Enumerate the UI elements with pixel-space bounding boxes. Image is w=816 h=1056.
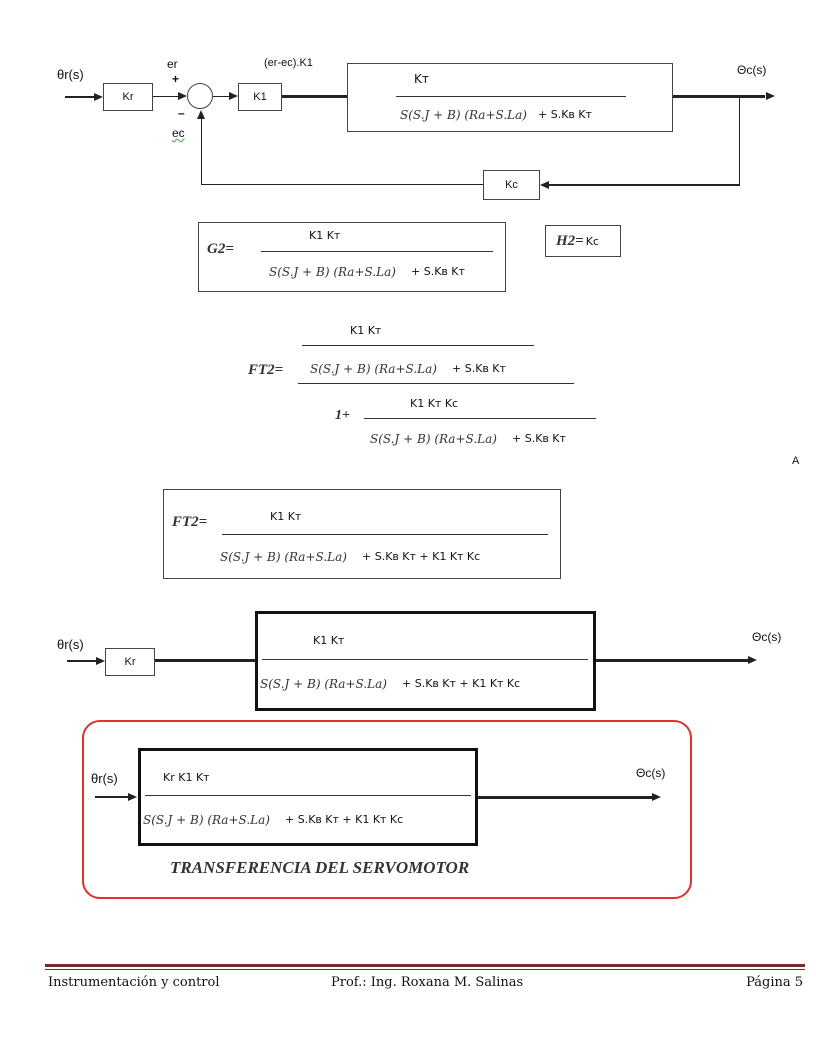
denominator-math: S(S.J + B) (Ra+S.La) (370, 432, 497, 446)
output-line (596, 659, 748, 662)
line (95, 796, 129, 798)
arrow (197, 110, 205, 119)
fraction-line (145, 795, 471, 796)
ft2-label: FT2= (248, 362, 284, 378)
kc-block: Kc (483, 170, 540, 200)
plant-block: Kᴛ S(S.J + B) (Ra+S.La) + S.Kʙ Kᴛ (347, 63, 673, 132)
numerator: Kr K1 Kᴛ (163, 771, 210, 784)
minus-sign: – (178, 106, 185, 120)
output-label: Θc(s) (636, 766, 666, 780)
g2-denominator-terms: + S.Kʙ Kᴛ (411, 265, 465, 278)
footer-author: Prof.: Ing. Roxana M. Salinas (331, 975, 524, 990)
denominator-math: S(S.J + B) (Ra+S.La) (260, 677, 387, 691)
g2-numerator: K1 Kᴛ (309, 229, 341, 242)
input-label: θr(s) (57, 67, 84, 82)
kr-block: Kr (105, 648, 155, 676)
main-fraction-line (298, 383, 574, 384)
input-line (65, 96, 95, 98)
servomotor-transfer-highlight (82, 720, 692, 899)
arrow (766, 92, 775, 100)
arrow (748, 656, 757, 664)
summing-junction (187, 83, 213, 109)
output-line (478, 796, 652, 799)
numerator: K1 Kᴛ (270, 510, 302, 523)
plant-numerator: Kᴛ (414, 72, 429, 86)
fraction-line (222, 534, 548, 535)
input-label: θr(s) (91, 771, 118, 786)
fraction-line (261, 251, 493, 252)
arrow (96, 657, 105, 665)
ec-label: ec (172, 126, 185, 140)
plant-denominator-math: S(S.J + B) (Ra+S.La) (400, 108, 527, 122)
line (153, 96, 179, 97)
output-label: Θc(s) (752, 630, 782, 644)
denominator-terms: + S.Kʙ Kᴛ + K1 Kᴛ Kc (285, 813, 404, 826)
h2-value: Kc (585, 234, 599, 248)
denominator-math: S(S.J + B) (Ra+S.La) (143, 813, 270, 827)
fraction-line (262, 659, 588, 660)
arrow (540, 181, 549, 189)
footer-course: Instrumentación y control (48, 975, 220, 990)
closed-loop-block: K1 Kᴛ S(S.J + B) (Ra+S.La) + S.Kʙ Kᴛ + K… (255, 611, 596, 711)
denominator-math: S(S.J + B) (Ra+S.La) (310, 362, 437, 376)
input-label: θr(s) (57, 637, 84, 652)
numerator: K1 Kᴛ (313, 634, 345, 647)
line (282, 95, 347, 98)
feedback-line (548, 184, 740, 186)
arrow (229, 92, 238, 100)
k1-output-label: (er-ec).K1 (264, 57, 313, 69)
arrow (94, 93, 103, 101)
numerator: K1 Kᴛ (350, 324, 382, 337)
g2-label: G2= (207, 241, 234, 257)
denominator-terms: + S.Kʙ Kᴛ + K1 Kᴛ Kc (362, 550, 481, 563)
plus-sign: + (172, 72, 180, 86)
feedback-line (201, 184, 483, 185)
caption: TRANSFERENCIA DEL SERVOMOTOR (170, 858, 470, 877)
line (67, 660, 97, 662)
denominator-terms: + S.Kʙ Kᴛ (512, 432, 566, 445)
feedback-line (201, 118, 202, 185)
output-label: Θc(s) (737, 63, 767, 77)
denominator-terms: + S.Kʙ Kᴛ + K1 Kᴛ Kc (402, 677, 521, 690)
arrow (178, 92, 187, 100)
denominator-terms: + S.Kʙ Kᴛ (452, 362, 506, 375)
line (155, 659, 255, 662)
er-label: er (167, 57, 178, 71)
feedback-numerator: K1 Kᴛ Kc (410, 397, 459, 410)
arrow (128, 793, 137, 801)
denominator-math: S(S.J + B) (Ra+S.La) (220, 550, 347, 564)
one-plus: 1+ (335, 408, 350, 423)
fraction-line (364, 418, 596, 419)
plant-denominator-terms: + S.Kʙ Kᴛ (538, 108, 592, 121)
line (213, 96, 230, 97)
ft2-result-box: FT2= K1 Kᴛ S(S.J + B) (Ra+S.La) + S.Kʙ K… (163, 489, 561, 579)
h2-formula-box: H2= Kc (545, 225, 621, 257)
output-line (673, 95, 765, 98)
fraction-line (302, 345, 534, 346)
kr-block: Kr (103, 83, 153, 111)
feedback-line (739, 96, 740, 185)
marker-a: A (792, 455, 800, 467)
ft2-label: FT2= (172, 514, 208, 530)
h2-label: H2= (556, 232, 584, 249)
arrow (652, 793, 661, 801)
footer-rule (45, 964, 805, 967)
footer-rule-thin (45, 969, 805, 970)
g2-formula-box: G2= K1 Kᴛ S(S.J + B) (Ra+S.La) + S.Kʙ Kᴛ (198, 222, 506, 292)
fraction-line (396, 96, 626, 97)
g2-denominator-math: S(S.J + B) (Ra+S.La) (269, 265, 396, 279)
servomotor-block: Kr K1 Kᴛ S(S.J + B) (Ra+S.La) + S.Kʙ Kᴛ … (138, 748, 478, 846)
footer-page-number: Página 5 (746, 975, 803, 990)
k1-block: K1 (238, 83, 282, 111)
